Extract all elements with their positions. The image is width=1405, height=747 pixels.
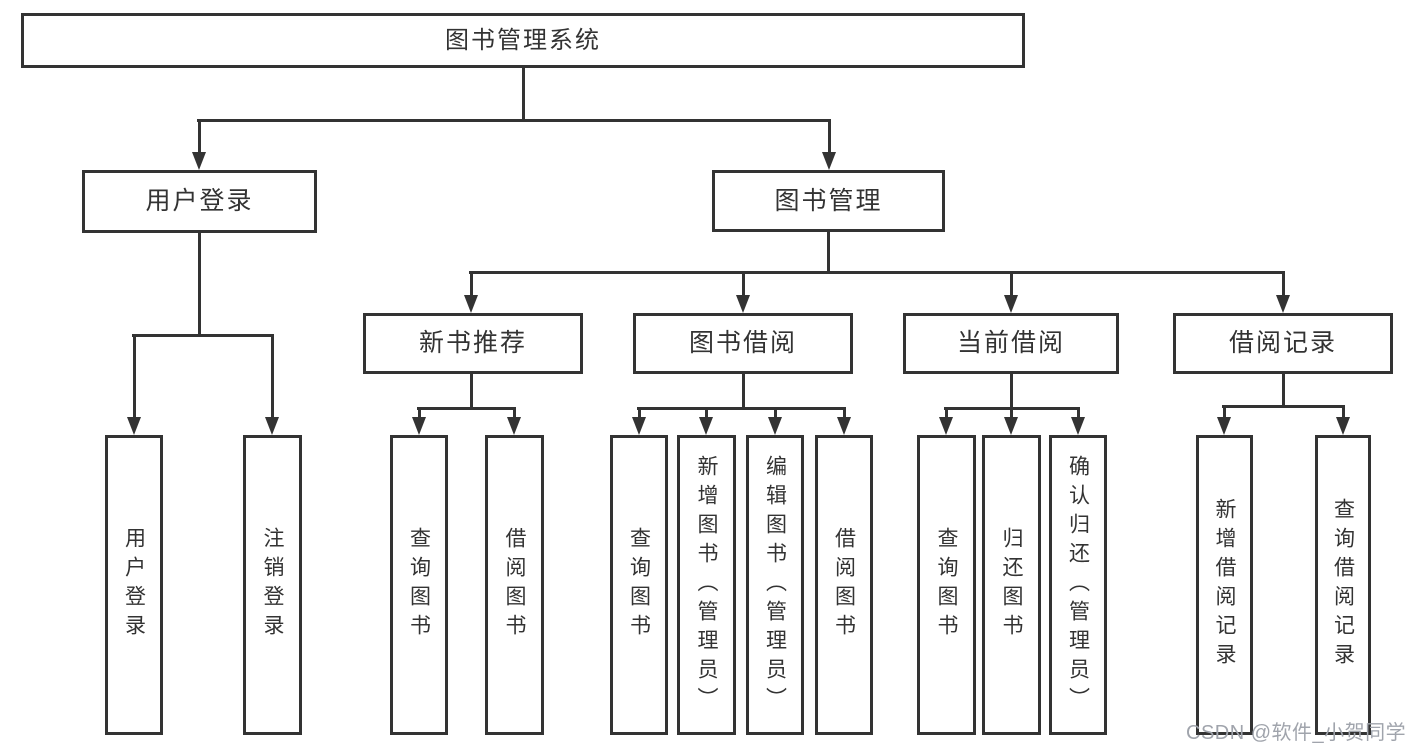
connector-line — [417, 406, 516, 410]
node-new-book-recommend: 新书推荐 — [363, 313, 583, 374]
arrow-down-icon — [1336, 417, 1350, 435]
node-label: 图书管理系统 — [445, 26, 601, 54]
leaf-query-books-borrow: 查询图书 — [610, 435, 668, 735]
node-label: 查询图书 — [627, 527, 651, 643]
connector-arrow-line — [197, 120, 201, 156]
arrow-down-icon — [1071, 417, 1085, 435]
leaf-borrow-books-recommend: 借阅图书 — [485, 435, 544, 735]
connector-line — [197, 233, 201, 337]
connector-arrow-line — [944, 408, 948, 421]
node-label: 查询图书 — [407, 527, 431, 643]
arrow-down-icon — [939, 417, 953, 435]
leaf-user-login: 用户登录 — [105, 435, 163, 735]
node-label: 查询图书 — [935, 527, 958, 643]
node-borrow-record: 借阅记录 — [1173, 313, 1393, 374]
connector-line — [826, 232, 830, 274]
node-label: 用户登录 — [145, 187, 254, 215]
node-label: 编辑图书（管理员） — [763, 454, 787, 716]
connector-arrow-line — [842, 408, 846, 421]
node-label: 图书管理 — [774, 186, 883, 215]
connector-arrow-line — [704, 408, 708, 421]
leaf-borrow-books: 借阅图书 — [815, 435, 873, 735]
node-label: 新书推荐 — [418, 329, 527, 357]
connector-arrow-line — [1281, 272, 1285, 299]
node-book-borrow: 图书借阅 — [633, 313, 853, 374]
connector-arrow-line — [1076, 408, 1080, 421]
connector-line — [741, 374, 745, 410]
arrow-down-icon — [736, 295, 750, 313]
node-current-borrow: 当前借阅 — [903, 313, 1119, 374]
node-library-system: 图书管理系统 — [21, 13, 1025, 68]
node-label: 图书借阅 — [688, 329, 797, 357]
arrow-down-icon — [412, 417, 426, 435]
node-label: 当前借阅 — [956, 329, 1065, 357]
node-label: 用户登录 — [122, 527, 146, 643]
arrow-down-icon — [1217, 417, 1231, 435]
connector-arrow-line — [132, 335, 136, 421]
arrow-down-icon — [699, 417, 713, 435]
arrow-down-icon — [1004, 417, 1018, 435]
arrow-down-icon — [265, 417, 279, 435]
connector-arrow-line — [741, 272, 745, 299]
watermark: CSDN @软件_小贺同学 — [1186, 722, 1405, 744]
connector-line — [1009, 374, 1013, 410]
leaf-add-borrow-record: 新增借阅记录 — [1196, 435, 1253, 735]
arrow-down-icon — [127, 417, 141, 435]
connector-line — [1222, 404, 1345, 408]
connector-line — [132, 333, 274, 337]
connector-arrow-line — [1341, 406, 1345, 421]
connector-arrow-line — [469, 272, 473, 299]
leaf-confirm-return-admin: 确认归还（管理员） — [1049, 435, 1107, 735]
node-label: 借阅图书 — [832, 527, 856, 643]
leaf-return-books: 归还图书 — [982, 435, 1041, 735]
arrow-down-icon — [1004, 295, 1018, 313]
leaf-query-books-current: 查询图书 — [917, 435, 976, 735]
leaf-edit-books-admin: 编辑图书（管理员） — [746, 435, 804, 735]
connector-arrow-line — [773, 408, 777, 421]
connector-arrow-line — [827, 120, 831, 156]
arrow-down-icon — [1276, 295, 1290, 313]
arrow-down-icon — [192, 152, 206, 170]
leaf-query-books-recommend: 查询图书 — [390, 435, 448, 735]
connector-arrow-line — [1009, 272, 1013, 299]
arrow-down-icon — [464, 295, 478, 313]
leaf-logout: 注销登录 — [243, 435, 302, 735]
connector-line — [521, 68, 525, 121]
node-label: 归还图书 — [1000, 527, 1023, 643]
connector-arrow-line — [270, 335, 274, 421]
connector-arrow-line — [1222, 406, 1226, 421]
node-label: 借阅图书 — [503, 527, 526, 643]
connector-arrow-line — [417, 408, 421, 421]
leaf-query-borrow-record: 查询借阅记录 — [1315, 435, 1371, 735]
arrow-down-icon — [837, 417, 851, 435]
node-label: 查询借阅记录 — [1331, 498, 1355, 672]
node-label: 借阅记录 — [1228, 329, 1337, 357]
connector-arrow-line — [512, 408, 516, 421]
connector-line — [197, 118, 831, 122]
arrow-down-icon — [768, 417, 782, 435]
connector-arrow-line — [1009, 408, 1013, 421]
node-user-login: 用户登录 — [82, 170, 317, 233]
node-label: 新增借阅记录 — [1213, 498, 1236, 672]
node-label: 注销登录 — [261, 527, 284, 643]
node-label: 确认归还（管理员） — [1066, 454, 1090, 716]
connector-arrow-line — [637, 408, 641, 421]
connector-line — [1281, 374, 1285, 408]
node-book-management: 图书管理 — [712, 170, 945, 232]
connector-line — [469, 374, 473, 410]
arrow-down-icon — [507, 417, 521, 435]
arrow-down-icon — [822, 152, 836, 170]
leaf-add-books-admin: 新增图书（管理员） — [677, 435, 736, 735]
node-label: 新增图书（管理员） — [695, 454, 718, 716]
arrow-down-icon — [632, 417, 646, 435]
connector-line — [637, 406, 846, 410]
connector-line — [469, 270, 1285, 274]
